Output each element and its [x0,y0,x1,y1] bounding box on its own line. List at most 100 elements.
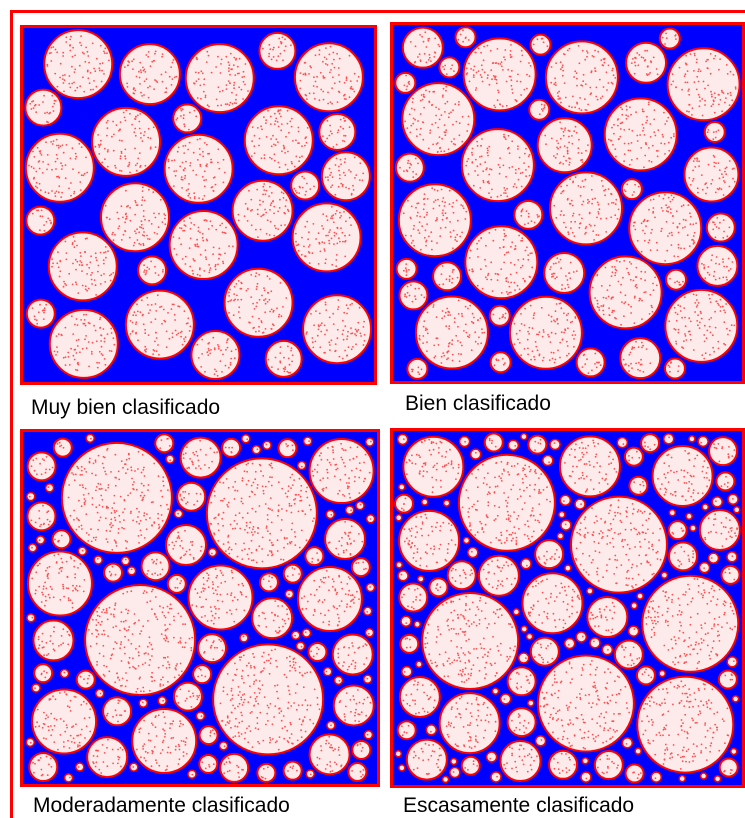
grains-escasamente-clasificado [393,431,742,785]
grain [451,758,457,764]
grain [576,632,586,642]
grain [538,655,634,751]
grain [173,104,201,132]
grain [659,671,665,677]
grain [327,721,335,729]
grain [295,43,363,111]
grain [291,171,319,199]
grain [50,310,118,378]
grain [664,434,674,444]
grain [513,609,519,615]
panel-muy-bien-clasificado [20,25,377,385]
grain [85,585,195,695]
grain [103,697,131,725]
grain [356,502,364,510]
grain [395,751,401,757]
caption-bien-clasificado: Bien clasificado [405,392,551,416]
grain [501,694,511,704]
grain [538,118,592,172]
grain [660,29,680,49]
grains-moderadamente-clasificado [23,432,377,784]
grain [510,297,582,369]
grain [559,512,565,518]
grain [550,172,622,244]
grain [324,668,332,676]
grain [571,497,667,593]
grain [416,297,488,369]
grain [364,675,372,683]
grain [34,664,52,682]
grain [398,434,408,444]
grain [460,437,470,447]
grain [625,448,643,466]
frame-top-line [10,10,745,13]
grain [168,575,186,593]
grain [138,256,166,284]
grain [508,667,536,695]
grain [398,721,416,739]
grain [86,434,94,442]
grain [26,207,54,235]
grain [587,597,627,637]
grain [61,669,69,677]
grain [263,441,271,449]
grain [521,434,527,440]
caption-escasamente-clasificado: Escasamente clasificado [403,794,634,818]
grain [132,709,196,773]
grain [622,179,642,199]
grain [491,772,501,782]
grain [521,559,531,569]
grain [508,440,518,450]
grain [557,533,563,539]
grain [626,43,666,83]
grain [322,152,370,200]
grain [245,106,313,174]
grain [325,519,365,559]
grain [334,685,374,725]
grain [733,696,739,702]
grain [399,765,405,771]
grain [595,751,623,779]
grain [679,776,685,782]
grain [492,688,498,694]
grain [333,634,373,674]
grain [403,28,443,68]
grain [44,30,112,98]
grain [702,504,708,510]
grain [319,114,355,150]
grain [448,561,476,589]
grain [684,147,738,201]
grain [626,764,644,782]
grain [207,458,317,568]
grain [731,748,737,754]
grain [27,493,35,501]
grain [181,438,221,478]
grain [142,552,170,580]
grain [402,667,412,677]
grain [669,510,675,516]
grain [29,753,57,781]
grain [528,436,546,454]
grain [87,737,127,777]
grain [514,201,542,229]
grain [637,666,655,684]
grain [465,226,537,298]
grain [28,452,56,480]
grain [734,507,740,513]
grain [266,341,302,377]
grain [716,472,734,490]
grain [122,557,130,565]
grain [500,741,540,781]
grain [310,439,374,503]
grain [707,214,735,242]
grain [46,484,54,492]
grain [27,614,35,622]
grain [582,758,588,764]
grain [26,738,34,746]
grain [396,515,402,521]
grain [721,566,739,584]
grain [92,108,160,176]
grain [485,433,503,451]
grain [444,500,450,506]
grain [629,626,639,636]
